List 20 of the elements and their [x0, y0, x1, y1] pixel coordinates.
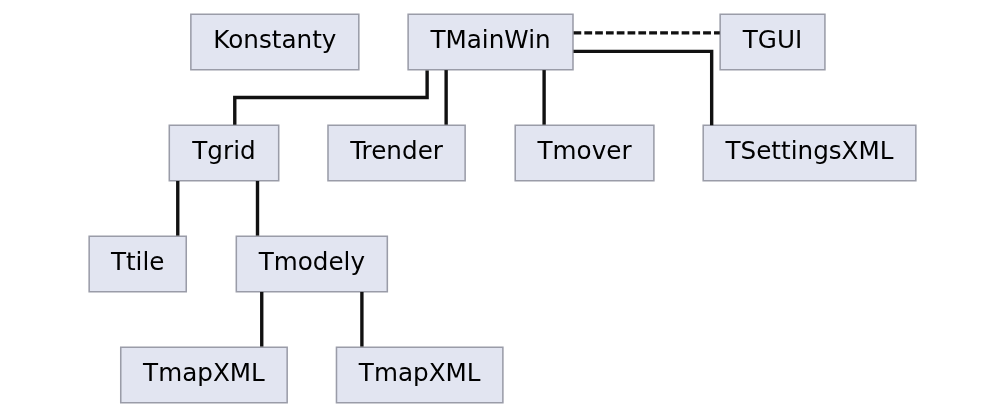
node-box: TMainWin	[407, 13, 574, 71]
node-box: TmapXML	[120, 346, 288, 404]
node-box: Tmodely	[235, 235, 389, 293]
connector	[573, 31, 720, 35]
node-box: Konstanty	[190, 13, 360, 71]
connector	[542, 70, 546, 125]
node-box: TmapXML	[335, 346, 504, 404]
connector	[233, 70, 429, 125]
connector	[260, 291, 264, 347]
connector	[573, 49, 714, 126]
node-box: Trender	[327, 124, 466, 182]
connector	[360, 291, 364, 347]
node-box: Ttile	[88, 235, 187, 293]
node-box: Tgrid	[168, 124, 280, 182]
node-box: TSettingsXML	[702, 124, 917, 182]
connector	[444, 70, 448, 125]
node-box: TGUI	[719, 13, 826, 71]
connector	[255, 181, 260, 236]
node-box: Tmover	[514, 124, 655, 182]
connector	[176, 181, 180, 236]
